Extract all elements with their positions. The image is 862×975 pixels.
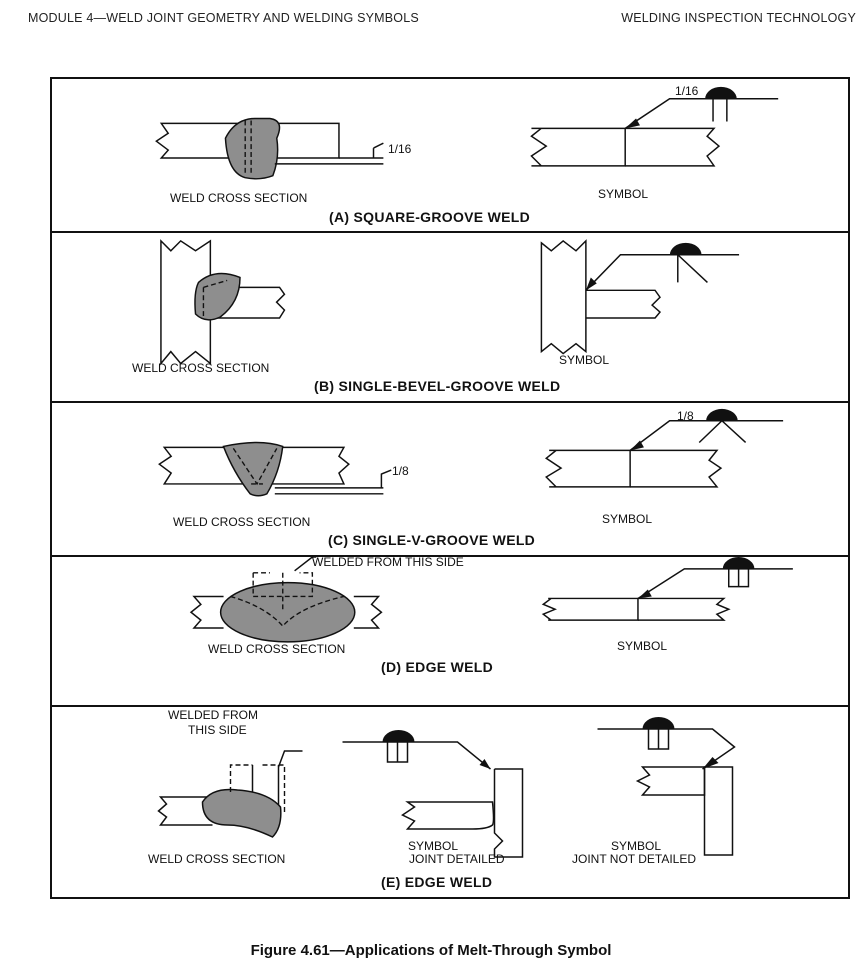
edge-weld-e-section-label: WELD CROSS SECTION — [148, 852, 286, 866]
edge-weld-e-symbol1-line2: JOINT DETAILED — [409, 852, 505, 866]
panel-edge-weld-d: WELDED FROM THIS SIDE WELD CROSS SECTION… — [52, 555, 848, 707]
edge-weld-d-drawing — [189, 556, 793, 643]
edge-weld-e-symbol2-line1: SYMBOL — [611, 839, 662, 853]
edge-weld-d-note: WELDED FROM THIS SIDE — [312, 555, 464, 569]
single-bevel-groove-title: (B) SINGLE-BEVEL-GROOVE WELD — [314, 378, 561, 394]
square-groove-dim-symbol: 1/16 — [675, 84, 699, 98]
square-groove-drawing — [155, 86, 779, 180]
single-v-groove-dim-section: 1/8 — [392, 464, 409, 478]
panel-square-groove: 1/16 1/16 WELD CROSS SECTION SYMBOL (A) … — [52, 79, 848, 233]
edge-weld-e-symbol1-line1: SYMBOL — [408, 839, 459, 853]
edge-weld-d-title: (D) EDGE WELD — [381, 659, 494, 675]
page-header-module: MODULE 4—WELD JOINT GEOMETRY AND WELDING… — [28, 11, 419, 25]
edge-weld-e-title: (E) EDGE WELD — [381, 874, 493, 890]
panel-edge-weld-e: WELDED FROM THIS SIDE WELD CROSS SECTION… — [52, 707, 848, 897]
single-v-groove-title: (C) SINGLE-V-GROOVE WELD — [328, 532, 536, 548]
single-v-groove-drawing — [158, 408, 784, 497]
single-bevel-groove-symbol-label: SYMBOL — [559, 353, 610, 367]
edge-weld-d-symbol-label: SYMBOL — [617, 639, 668, 653]
page-header-book: WELDING INSPECTION TECHNOLOGY — [621, 11, 856, 25]
edge-weld-d-section-label: WELD CROSS SECTION — [208, 642, 346, 656]
square-groove-title: (A) SQUARE-GROOVE WELD — [329, 209, 531, 225]
edge-weld-e-drawing — [157, 717, 736, 858]
single-bevel-groove-section-label: WELD CROSS SECTION — [132, 361, 270, 375]
single-v-groove-section-label: WELD CROSS SECTION — [173, 515, 311, 529]
square-groove-symbol-label: SYMBOL — [598, 187, 649, 201]
edge-weld-e-note-line1: WELDED FROM — [168, 708, 258, 722]
edge-weld-e-symbol2-line2: JOINT NOT DETAILED — [572, 852, 697, 866]
single-bevel-groove-drawing — [160, 239, 740, 366]
edge-weld-e-note-line2: THIS SIDE — [188, 723, 247, 737]
panel-single-bevel-groove: WELD CROSS SECTION SYMBOL (B) SINGLE-BEV… — [52, 233, 848, 403]
single-v-groove-dim-symbol: 1/8 — [677, 409, 694, 423]
square-groove-section-label: WELD CROSS SECTION — [170, 191, 308, 205]
square-groove-dim-section: 1/16 — [388, 142, 412, 156]
panel-single-v-groove: 1/8 1/8 WELD CROSS SECTION SYMBOL (C) SI… — [52, 403, 848, 557]
figure-frame: 1/16 1/16 WELD CROSS SECTION SYMBOL (A) … — [50, 77, 850, 899]
single-v-groove-symbol-label: SYMBOL — [602, 512, 653, 526]
figure-caption: Figure 4.61—Applications of Melt-Through… — [250, 942, 612, 959]
